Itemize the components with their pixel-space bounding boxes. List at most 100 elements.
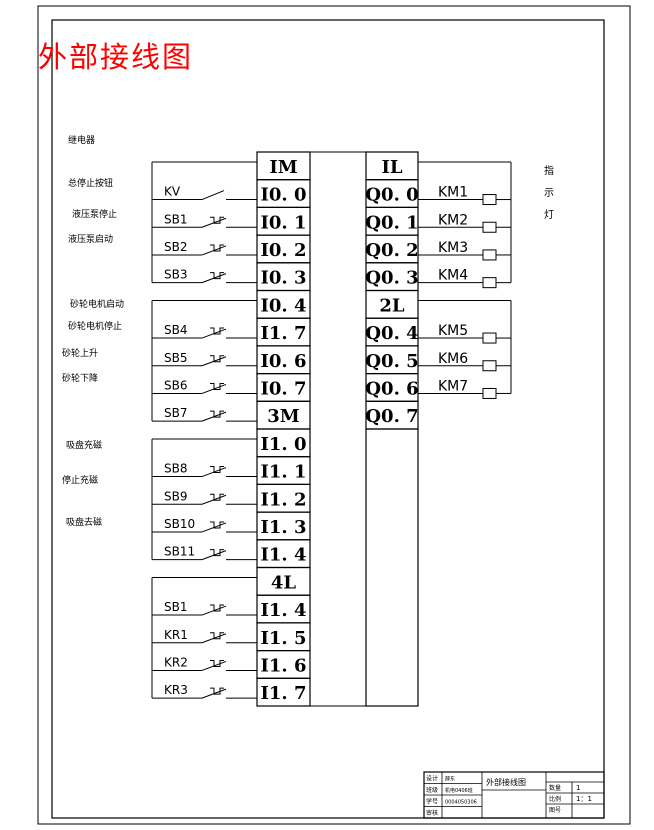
annotation-label: 总停止按钮 xyxy=(68,179,114,189)
title-block-role: 学号 xyxy=(426,798,438,806)
output-terminal-label: Q0. 7 xyxy=(365,406,418,427)
pushbutton-actuator xyxy=(210,355,224,363)
title-block-key: 比例 xyxy=(549,795,561,803)
output-terminal-label: Q0. 5 xyxy=(365,351,418,372)
coil-symbol xyxy=(482,221,497,233)
title-block-value: 1：1 xyxy=(576,795,592,803)
output-terminal-label: 2L xyxy=(379,295,405,316)
title-block-role: 设计 xyxy=(426,775,438,783)
input-terminal-label: I0. 3 xyxy=(260,268,306,289)
input-device-label: KR3 xyxy=(164,683,188,697)
coil-symbol xyxy=(482,332,497,344)
output-device-label: KM1 xyxy=(438,185,468,201)
output-terminal-label: Q0. 1 xyxy=(365,212,418,233)
pushbutton-actuator xyxy=(210,521,224,529)
pushbutton-actuator xyxy=(210,216,224,224)
pushbutton-actuator xyxy=(210,493,224,501)
input-device-label: SB7 xyxy=(164,406,187,420)
output-terminal-label: Q0. 0 xyxy=(365,185,418,206)
input-terminal-label: I1. 4 xyxy=(260,545,306,566)
pushbutton-actuator xyxy=(210,549,224,557)
pushbutton-actuator xyxy=(210,244,224,252)
input-device-label: SB4 xyxy=(164,323,187,337)
pushbutton-actuator xyxy=(210,382,224,390)
title-block-name: 机电0406班 xyxy=(445,787,473,794)
coil-symbol xyxy=(482,277,497,289)
output-strip-blank xyxy=(365,428,419,707)
input-device-label: SB3 xyxy=(164,268,187,282)
pushbutton-actuator xyxy=(210,687,224,695)
coil-symbol xyxy=(482,249,497,261)
output-terminal-label: Q0. 6 xyxy=(365,378,418,399)
input-terminal-label: IM xyxy=(269,157,297,178)
input-device-label: KV xyxy=(164,185,181,199)
title-block-role: 审核 xyxy=(426,809,438,817)
pushbutton-actuator xyxy=(210,659,224,667)
input-terminal-label: I1. 3 xyxy=(260,517,306,538)
title-block-drawing-name: 外部接线图 xyxy=(486,777,526,787)
annotation-label: 继电器 xyxy=(68,136,96,146)
switch-contact xyxy=(201,190,225,201)
diagram-title: 外部接线图 xyxy=(38,40,194,74)
input-device-label: KR1 xyxy=(164,628,188,642)
input-device-label: SB5 xyxy=(164,351,187,365)
output-device-label: KM5 xyxy=(438,323,468,339)
annotation-label: 吸盘去磁 xyxy=(66,518,103,528)
title-block-key: 数量 xyxy=(549,784,561,792)
pushbutton-actuator xyxy=(210,272,224,280)
inner-border xyxy=(51,19,605,819)
input-device-label: KR2 xyxy=(164,655,188,669)
annotation-label: 液压泵启动 xyxy=(68,235,114,245)
output-device-label: KM6 xyxy=(438,351,468,367)
annotation-label: 砂轮下降 xyxy=(62,374,99,384)
output-device-label: KM2 xyxy=(438,212,468,228)
input-terminal-label: I0. 4 xyxy=(260,295,306,316)
outer-border xyxy=(37,5,631,825)
coil-symbol xyxy=(482,387,497,399)
input-terminal-label: I1. 6 xyxy=(260,655,306,676)
input-device-label: SB11 xyxy=(164,545,195,559)
title-block-name: 0004050306 xyxy=(445,800,477,806)
input-terminal-label: I0. 2 xyxy=(260,240,306,261)
input-device-label: SB10 xyxy=(164,517,195,531)
title-block-name: 薛东 xyxy=(445,776,455,783)
annotation-label: 吸盘充磁 xyxy=(66,441,103,451)
input-terminal-label: I1. 7 xyxy=(260,683,306,704)
output-terminal-label: Q0. 4 xyxy=(365,323,418,344)
output-terminal-label: Q0. 2 xyxy=(365,240,418,261)
input-device-label: SB2 xyxy=(164,240,187,254)
title-block-key: 图号 xyxy=(549,807,561,814)
indicator-lamp-label: 灯 xyxy=(544,210,554,221)
title-block-value: 1 xyxy=(576,784,580,792)
input-terminal-label: I1. 5 xyxy=(260,628,306,649)
input-terminal-cell xyxy=(256,677,311,707)
indicator-lamp-label: 指 xyxy=(544,166,554,177)
input-device-label: SB1 xyxy=(164,212,187,226)
output-terminal-label: IL xyxy=(381,157,402,178)
input-terminal-label: 3M xyxy=(267,406,300,427)
pushbutton-actuator xyxy=(210,327,224,335)
annotation-label: 砂轮电机停止 xyxy=(68,322,123,332)
annotation-label: 砂轮电机启动 xyxy=(70,300,125,310)
output-terminal-label: Q0. 3 xyxy=(365,268,418,289)
coil-symbol xyxy=(482,360,497,372)
input-device-label: SB1 xyxy=(164,600,187,614)
input-terminal-label: I1. 4 xyxy=(260,600,306,621)
input-device-label: SB8 xyxy=(164,462,187,476)
input-terminal-label: I0. 7 xyxy=(260,378,306,399)
coil-symbol xyxy=(482,194,497,206)
input-terminal-label: I1. 7 xyxy=(260,323,306,344)
pushbutton-actuator xyxy=(210,604,224,612)
output-device-label: KM3 xyxy=(438,240,468,256)
pushbutton-actuator xyxy=(210,632,224,640)
input-terminal-label: I1. 2 xyxy=(260,489,306,510)
input-terminal-label: I1. 0 xyxy=(260,434,306,455)
annotation-label: 砂轮上升 xyxy=(62,349,99,359)
pushbutton-actuator xyxy=(210,466,224,474)
output-device-label: KM7 xyxy=(438,378,468,394)
input-terminal-label: 4L xyxy=(271,572,297,593)
annotation-label: 停止充磁 xyxy=(62,476,99,486)
input-terminal-label: I0. 6 xyxy=(260,351,306,372)
